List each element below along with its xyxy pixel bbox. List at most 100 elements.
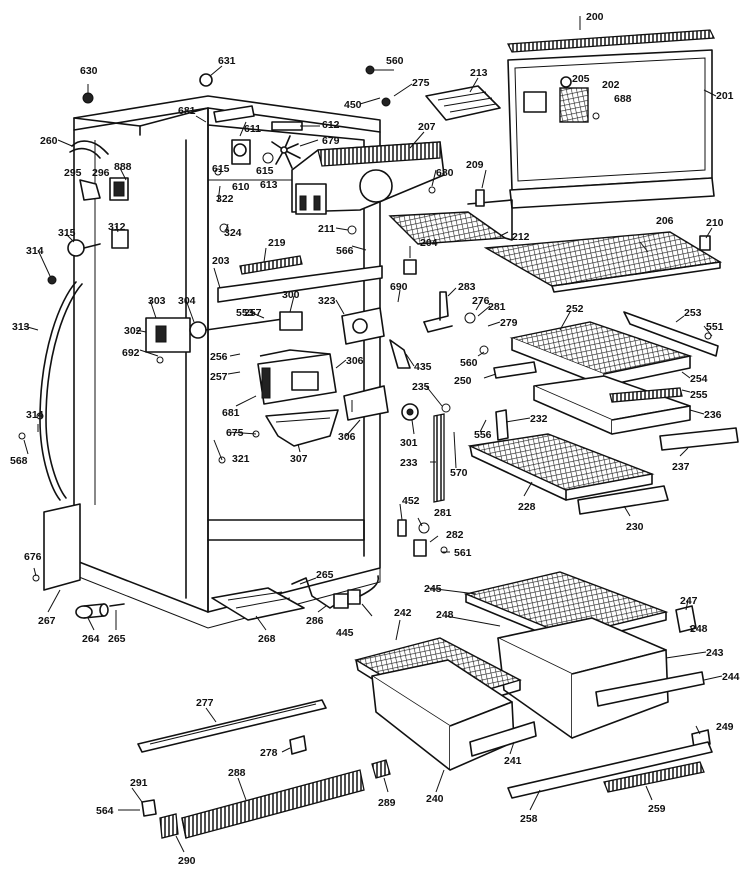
label-265b: 265 bbox=[316, 569, 334, 581]
rail-255 bbox=[609, 387, 683, 403]
label-314a: 314 bbox=[26, 245, 44, 257]
fan-and-motor bbox=[213, 105, 303, 169]
label-233: 233 bbox=[400, 457, 418, 469]
clip-290 bbox=[159, 813, 179, 839]
wiring-286 bbox=[291, 575, 380, 609]
label-254: 254 bbox=[690, 373, 708, 385]
label-237: 237 bbox=[672, 461, 690, 473]
label-207: 207 bbox=[418, 121, 436, 133]
label-445: 445 bbox=[336, 627, 354, 639]
bracket-283 bbox=[423, 291, 453, 333]
label-630: 630 bbox=[80, 65, 98, 77]
tube-313 bbox=[39, 281, 83, 501]
label-202: 202 bbox=[602, 79, 620, 91]
label-551: 551 bbox=[706, 321, 724, 333]
leader-lines bbox=[23, 16, 723, 853]
label-256: 256 bbox=[210, 351, 228, 363]
label-631: 631 bbox=[218, 55, 236, 67]
label-556: 556 bbox=[474, 429, 492, 441]
label-688: 688 bbox=[614, 93, 632, 105]
label-250: 250 bbox=[454, 375, 472, 387]
drip-tray-307 bbox=[265, 409, 339, 447]
roller-264 bbox=[75, 603, 109, 619]
label-258: 258 bbox=[520, 813, 538, 825]
label-312: 312 bbox=[108, 221, 126, 233]
ice-tray-213 bbox=[425, 85, 501, 121]
label-300: 300 bbox=[282, 289, 300, 301]
label-561: 561 bbox=[454, 547, 472, 559]
label-281a: 281 bbox=[488, 301, 506, 313]
label-321: 321 bbox=[232, 453, 250, 465]
label-888: 888 bbox=[114, 161, 132, 173]
label-306b: 306 bbox=[338, 431, 356, 443]
label-612: 612 bbox=[322, 119, 340, 131]
label-295: 295 bbox=[64, 167, 82, 179]
rail-203 bbox=[217, 265, 383, 303]
label-249: 249 bbox=[716, 721, 734, 733]
label-276: 276 bbox=[472, 295, 490, 307]
crisper-cover-236 bbox=[533, 375, 691, 435]
label-201: 201 bbox=[716, 90, 734, 102]
pin-265a bbox=[109, 603, 125, 607]
label-290: 290 bbox=[178, 855, 196, 867]
freezer-shelf-212 bbox=[388, 199, 513, 245]
control-panel-306 bbox=[343, 385, 389, 421]
label-248a: 248 bbox=[436, 609, 454, 621]
shelf-252 bbox=[509, 321, 693, 387]
label-275: 275 bbox=[412, 77, 430, 89]
label-253: 253 bbox=[684, 307, 702, 319]
rail-258 bbox=[507, 741, 713, 799]
label-277: 277 bbox=[196, 697, 214, 709]
label-255: 255 bbox=[690, 389, 708, 401]
bushing-312 bbox=[111, 229, 129, 249]
label-210: 210 bbox=[706, 217, 724, 229]
label-200: 200 bbox=[586, 11, 604, 23]
thermostat-housing-308 bbox=[257, 349, 337, 405]
hinge-296 bbox=[109, 177, 129, 201]
label-679: 679 bbox=[322, 135, 340, 147]
label-245: 245 bbox=[424, 583, 442, 595]
label-681b: 681 bbox=[222, 407, 240, 419]
hinge-315 bbox=[67, 239, 101, 257]
label-315: 315 bbox=[58, 227, 76, 239]
label-268: 268 bbox=[258, 633, 276, 645]
crisper-drawer-240 bbox=[371, 659, 537, 771]
label-204: 204 bbox=[420, 237, 438, 249]
label-203: 203 bbox=[212, 255, 230, 267]
label-235: 235 bbox=[412, 381, 430, 393]
label-279: 279 bbox=[500, 317, 518, 329]
bottom-tray-268 bbox=[211, 587, 305, 621]
label-681a: 681 bbox=[178, 105, 196, 117]
label-213: 213 bbox=[470, 67, 488, 79]
rail-219 bbox=[239, 255, 303, 275]
label-307: 307 bbox=[290, 453, 308, 465]
label-252: 252 bbox=[566, 303, 584, 315]
label-241: 241 bbox=[504, 755, 522, 767]
label-205: 205 bbox=[572, 73, 590, 85]
trim-237 bbox=[659, 427, 739, 451]
label-209: 209 bbox=[466, 159, 484, 171]
label-286: 286 bbox=[306, 615, 324, 627]
rail-277 bbox=[137, 699, 327, 753]
label-247: 247 bbox=[680, 595, 698, 607]
kickplate-267 bbox=[43, 503, 81, 591]
label-289: 289 bbox=[378, 797, 396, 809]
shelf-228 bbox=[467, 433, 655, 501]
label-248b: 248 bbox=[690, 623, 708, 635]
label-314b: 314 bbox=[26, 409, 44, 421]
label-303: 303 bbox=[148, 295, 166, 307]
label-257b: 257 bbox=[210, 371, 228, 383]
knob-301 bbox=[401, 403, 419, 421]
label-615b: 615 bbox=[256, 165, 274, 177]
handle-260 bbox=[69, 140, 109, 159]
clip-289 bbox=[371, 759, 391, 779]
door-gasket-200 bbox=[506, 29, 716, 53]
damper-assembly-303 bbox=[145, 311, 303, 353]
label-680: 680 bbox=[436, 167, 454, 179]
label-553: 553 bbox=[236, 307, 254, 319]
label-615a: 615 bbox=[212, 163, 230, 175]
label-211: 211 bbox=[318, 223, 335, 235]
label-304: 304 bbox=[178, 295, 196, 307]
bracket-278 bbox=[289, 735, 307, 755]
